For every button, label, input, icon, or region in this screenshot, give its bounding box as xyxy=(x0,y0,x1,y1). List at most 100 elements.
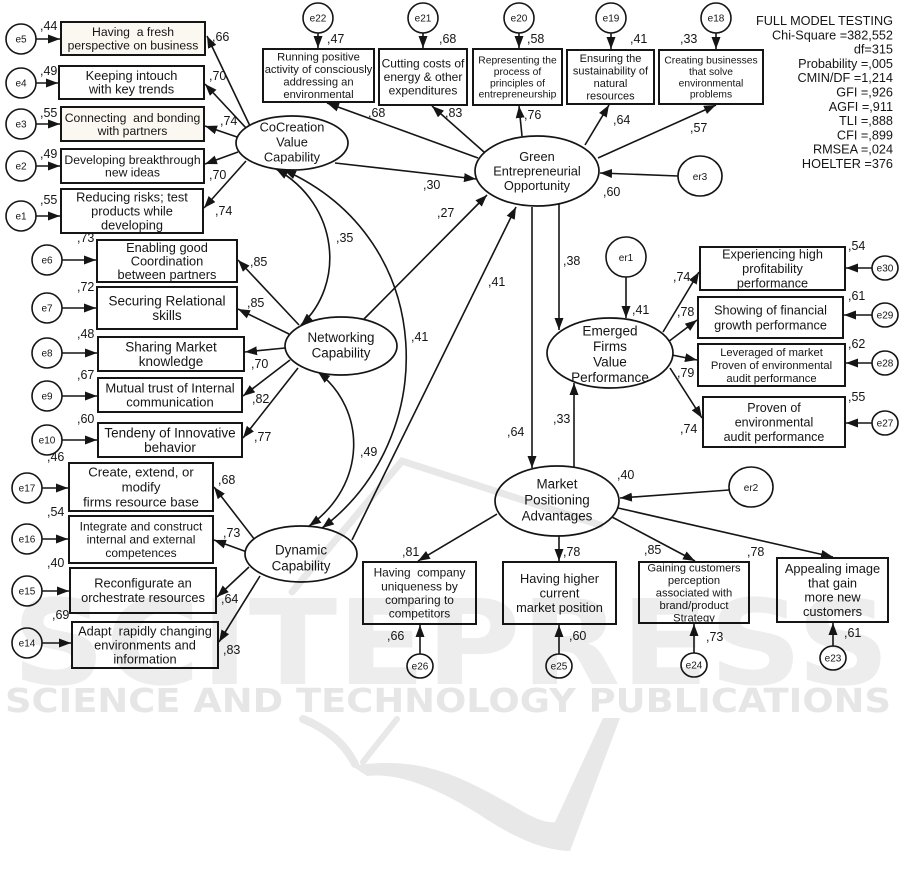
indicator-box xyxy=(60,148,205,184)
factor-loading-label: ,74 xyxy=(215,204,232,218)
factor-loading-arrow xyxy=(662,271,700,333)
indicator-label-line: natural xyxy=(594,78,628,90)
squared-multiple-correlation-label: ,54 xyxy=(47,505,64,519)
latent-variable-ellipse xyxy=(235,115,349,171)
nodes-layer xyxy=(5,2,899,679)
watermark-swoosh-body xyxy=(352,718,620,851)
indicator-box xyxy=(566,49,655,105)
indicator-label-line: between partners xyxy=(118,267,217,282)
indicator-label-line: market position xyxy=(516,600,603,615)
error-term-circle xyxy=(700,2,732,34)
factor-loading-arrow xyxy=(237,259,300,326)
squared-multiple-correlation-label: ,61 xyxy=(848,289,865,303)
fit-statistic-line: GFI =,926 xyxy=(836,86,893,100)
indicator-label-line: Coordination xyxy=(131,254,204,269)
watermark-tagline: SCIENCE AND TECHNOLOGY PUBLICATIONS xyxy=(5,681,891,720)
indicator-label-line: new ideas xyxy=(105,166,160,180)
indicator-label-line: Having higher xyxy=(520,571,600,586)
latent-variable-label-line: Emerged xyxy=(582,324,637,339)
error-term-label: e1 xyxy=(15,212,27,223)
factor-loading-label: ,85 xyxy=(247,296,264,310)
indicator-label-line: Reducing risks; test xyxy=(76,190,188,205)
fit-statistic-line: RMSEA =,024 xyxy=(813,143,893,157)
factor-loading-label: ,66 xyxy=(212,30,229,44)
indicator-label-line: Running positive xyxy=(277,52,360,64)
factor-loading-label: ,70 xyxy=(209,168,226,182)
factor-loading-label: ,74 xyxy=(220,114,237,128)
factor-loading-label: ,85 xyxy=(250,255,267,269)
factor-loading-label: ,57 xyxy=(690,121,707,135)
indicator-label-line: Having company xyxy=(374,566,466,580)
indicator-label-line: internal and external xyxy=(87,533,196,547)
latent-variable-label-line: Capability xyxy=(312,345,371,360)
factor-loading-arrow xyxy=(213,539,248,553)
factor-loading-label: ,78 xyxy=(747,545,764,559)
error-term-circle xyxy=(680,652,708,678)
indicator-label-line: information xyxy=(113,652,176,667)
indicator-label-line: problems xyxy=(690,90,732,101)
factor-loading-arrow xyxy=(216,566,250,598)
factor-loading-label: ,64 xyxy=(613,113,630,127)
indicator-label-line: competitors xyxy=(389,607,451,621)
latent-variable-label-line: Opportunity xyxy=(504,178,571,193)
error-term-label: e28 xyxy=(877,359,894,370)
indicator-label-line: Having a fresh xyxy=(92,25,174,39)
covariance-arrow xyxy=(283,169,407,529)
indicator-box xyxy=(71,621,219,669)
factor-loading-label: ,82 xyxy=(252,392,269,406)
indicator-label-line: associated with xyxy=(656,587,733,599)
squared-multiple-correlation-label: ,55 xyxy=(848,390,865,404)
error-term-label: e6 xyxy=(41,256,53,267)
factor-loading-arrow xyxy=(244,346,286,356)
indicator-label-line: brand/product xyxy=(659,600,729,612)
watermark-roof-line xyxy=(288,456,604,596)
indicator-box xyxy=(68,515,214,564)
indicator-box xyxy=(472,48,563,106)
indicator-label-line: Reconfigurate an xyxy=(94,576,191,591)
latent-variable-label-line: CoCreation xyxy=(260,120,325,135)
error-term-label: e22 xyxy=(310,14,327,25)
indicator-label-line: current xyxy=(540,586,580,601)
indicator-label-line: entrepreneurship xyxy=(479,90,557,101)
factor-loading-label: ,77 xyxy=(254,430,271,444)
path-coefficient-label: ,41 xyxy=(488,275,505,289)
squared-multiple-correlation-label: ,54 xyxy=(848,239,865,253)
path-coefficient-label: ,64 xyxy=(507,425,524,439)
structural-path-arrow xyxy=(363,194,488,320)
fit-statistic-line: HOELTER =376 xyxy=(802,157,893,171)
latent-variable-ellipse xyxy=(474,135,600,207)
squared-multiple-correlation-label: ,44 xyxy=(40,19,57,33)
factor-loading-arrow xyxy=(218,575,261,643)
factor-loading-label: ,68 xyxy=(368,106,385,120)
factor-loading-arrow xyxy=(611,516,696,562)
indicator-label-line: Sharing Market xyxy=(125,340,217,355)
error-term-label: e30 xyxy=(877,264,894,275)
error-term-circle xyxy=(5,108,37,140)
error-term-circle xyxy=(871,350,899,376)
indicator-label-line: uniqueness by xyxy=(381,579,458,593)
disturbance-label: er1 xyxy=(619,253,634,264)
disturbance-arrow xyxy=(599,168,679,178)
squared-multiple-correlation-label: ,41 xyxy=(630,32,647,46)
indicator-label-line: products while xyxy=(91,204,173,219)
error-term-label: e3 xyxy=(15,120,27,131)
watermark-brand: SCITEPRESS xyxy=(12,574,890,712)
error-term-label: e25 xyxy=(551,662,568,673)
factor-loading-arrow xyxy=(242,359,291,397)
factor-loading-arrow xyxy=(242,367,299,439)
indicator-label-line: Experiencing high xyxy=(722,247,823,261)
factor-loading-label: ,73 xyxy=(223,526,240,540)
indicator-label-line: Creating businesses xyxy=(664,56,757,67)
